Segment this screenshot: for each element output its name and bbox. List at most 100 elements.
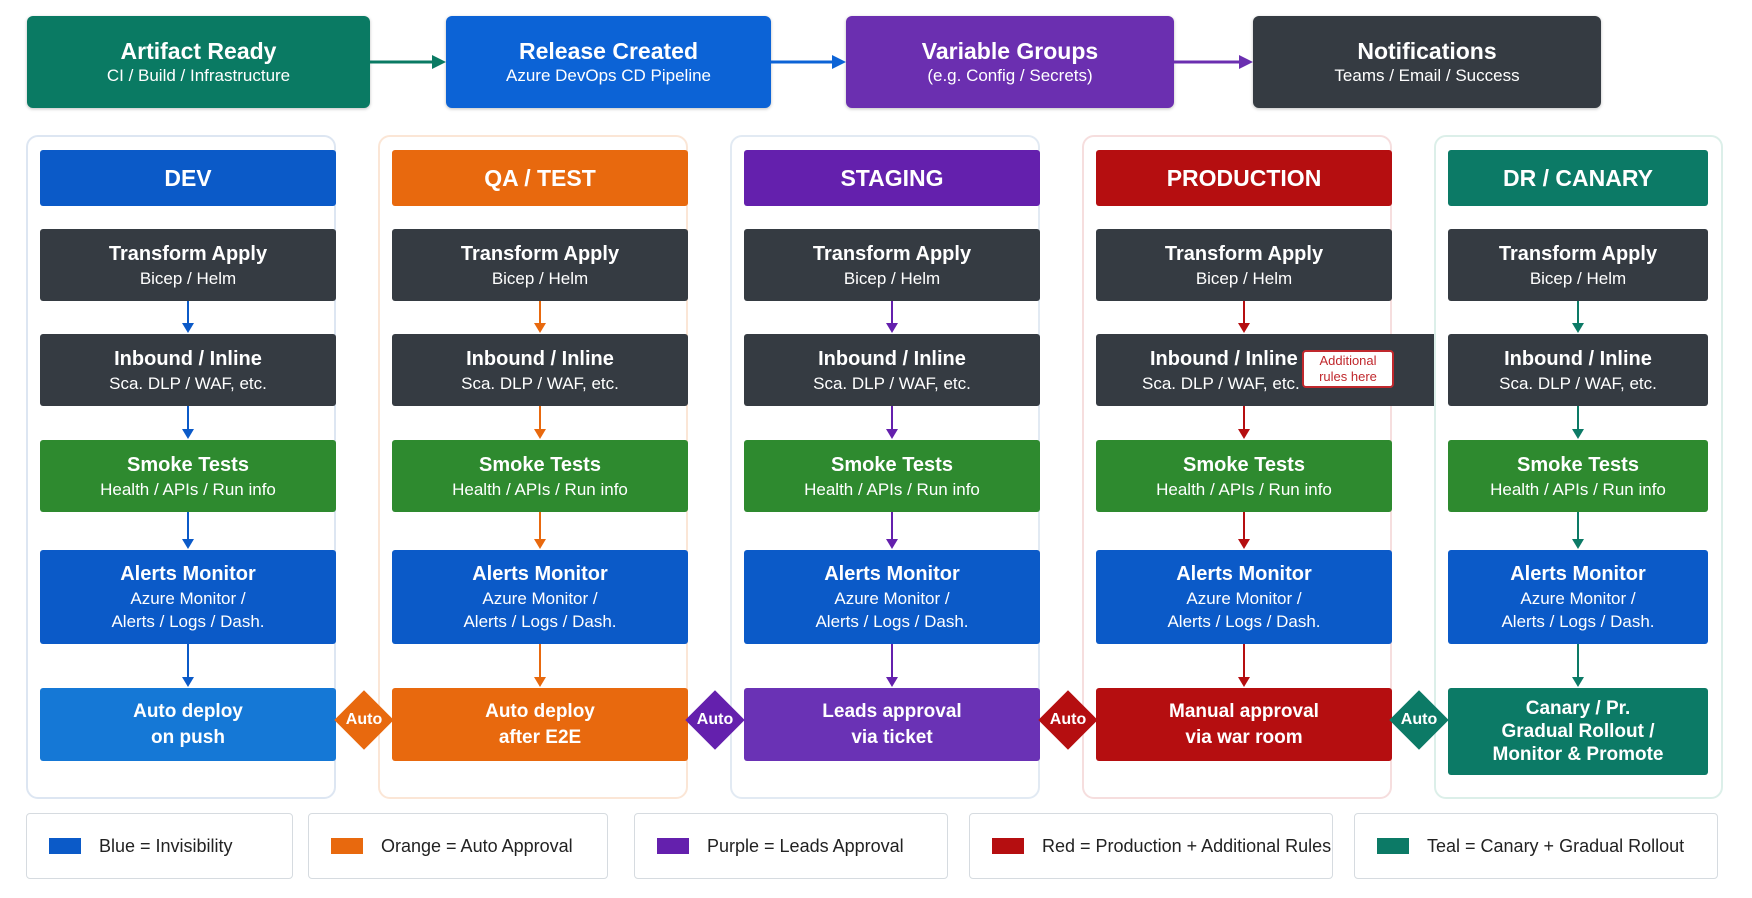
top-step-title: Variable Groups	[921, 38, 1099, 64]
additional-rules-badge: Additional rules here	[1302, 350, 1394, 388]
top-flow-arrows	[370, 55, 1253, 69]
stage-title: Smoke Tests	[1183, 453, 1305, 476]
column-qa-test: QA / TEST Transform Apply Bicep / Helm I…	[378, 135, 688, 799]
legend-label: Blue = Invisibility	[99, 835, 233, 856]
stage-subtitle: Azure Monitor /	[1520, 589, 1636, 608]
top-step-subtitle: Azure DevOps CD Pipeline	[505, 66, 712, 85]
flow-arrow	[886, 406, 898, 439]
stage-subtitle: Bicep / Helm	[491, 268, 589, 288]
stage-title: Smoke Tests	[1517, 453, 1639, 476]
stage-alerts-monitor: Alerts Monitor Azure Monitor / Alerts / …	[1448, 550, 1708, 644]
stage-smoke-tests: Smoke Tests Health / APIs / Run info	[1448, 440, 1708, 512]
stage-subtitle: Azure Monitor /	[1186, 589, 1302, 608]
stage-title: Transform Apply	[1164, 242, 1324, 265]
top-step-subtitle: Teams / Email / Success	[1334, 66, 1520, 85]
stage-subtitle-2: Alerts / Logs / Dash.	[815, 612, 969, 631]
flow-arrow	[1238, 512, 1250, 549]
top-step-subtitle: (e.g. Config / Secrets)	[927, 66, 1093, 85]
stage-title: Alerts Monitor	[824, 563, 960, 585]
top-step-title: Notifications	[1357, 38, 1497, 64]
column-header: QA / TEST	[392, 150, 688, 206]
stage-title: Alerts Monitor	[120, 563, 256, 585]
stage-smoke-tests: Smoke Tests Health / APIs / Run info	[1096, 440, 1392, 512]
gate-line-1: Manual approval	[1169, 700, 1319, 722]
column-header: DR / CANARY	[1448, 150, 1708, 206]
stage-title: Transform Apply	[812, 242, 972, 265]
stage-subtitle: Azure Monitor /	[834, 589, 950, 608]
column-header: DEV	[40, 150, 336, 206]
stage-title: Smoke Tests	[831, 453, 953, 476]
legend-swatch	[331, 838, 363, 854]
stage-subtitle: Azure Monitor /	[482, 589, 598, 608]
legend-item-teal: Teal = Canary + Gradual Rollout	[1354, 813, 1718, 879]
stage-title: Alerts Monitor	[1510, 563, 1646, 585]
top-step-release-created: Release Created Azure DevOps CD Pipeline	[446, 16, 771, 108]
stage-subtitle: Bicep / Helm	[843, 268, 941, 288]
stage-subtitle: Bicep / Helm	[1195, 268, 1293, 288]
gate-line-1: Auto deploy	[485, 700, 595, 722]
top-step-notifications: Notifications Teams / Email / Success	[1253, 16, 1601, 108]
stage-subtitle: Bicep / Helm	[1529, 268, 1627, 288]
flow-arrow	[1572, 644, 1584, 687]
connector-label: Auto	[1049, 711, 1087, 728]
stage-deploy-gate: Canary / Pr. Gradual Rollout / Monitor &…	[1448, 688, 1708, 775]
stage-inbound-inline: Inbound / Inline Sca. DLP / WAF, etc.	[392, 334, 688, 406]
stage-subtitle-2: Alerts / Logs / Dash.	[463, 612, 617, 631]
badge-line-1: Additional	[1319, 353, 1377, 368]
column-dev: DEV Transform Apply Bicep / Helm Inbound…	[26, 135, 336, 799]
flow-arrow	[534, 512, 546, 549]
stage-subtitle: Health / APIs / Run info	[1490, 479, 1666, 499]
stage-subtitle: Sca. DLP / WAF, etc.	[813, 373, 971, 393]
auto-connector-qa-staging: Auto	[685, 690, 745, 750]
arrow-artifact-to-release	[370, 55, 446, 69]
flow-arrow	[1238, 301, 1250, 333]
column-header: PRODUCTION	[1096, 150, 1392, 206]
stage-smoke-tests: Smoke Tests Health / APIs / Run info	[392, 440, 688, 512]
column-staging: STAGING Transform Apply Bicep / Helm Inb…	[730, 135, 1040, 799]
flow-arrow	[1238, 406, 1250, 439]
stage-title: Transform Apply	[1498, 242, 1658, 265]
stage-subtitle: Sca. DLP / WAF, etc.	[1499, 373, 1657, 393]
stage-subtitle: Sca. DLP / WAF, etc.	[1142, 373, 1300, 393]
gate-line-1: Canary / Pr.	[1525, 698, 1631, 719]
legend-swatch	[49, 838, 81, 854]
stage-alerts-monitor: Alerts Monitor Azure Monitor / Alerts / …	[40, 550, 336, 644]
flow-arrow	[182, 301, 194, 333]
connector-label: Auto	[345, 711, 383, 728]
flow-arrow	[886, 301, 898, 333]
flow-arrow	[1238, 644, 1250, 687]
gate-line-1: Auto deploy	[133, 700, 243, 722]
arrow-variables-to-notifications	[1174, 55, 1253, 69]
stage-title: Smoke Tests	[479, 453, 601, 476]
stage-subtitle: Sca. DLP / WAF, etc.	[109, 373, 267, 393]
stage-title: Inbound / Inline	[1150, 347, 1298, 370]
stage-title: Alerts Monitor	[1176, 563, 1312, 585]
gate-line-2: after E2E	[498, 726, 582, 748]
stage-title: Transform Apply	[108, 242, 268, 265]
flow-arrow	[182, 512, 194, 549]
stage-transform-apply: Transform Apply Bicep / Helm	[1096, 229, 1392, 301]
stage-subtitle: Sca. DLP / WAF, etc.	[461, 373, 619, 393]
stage-subtitle-2: Alerts / Logs / Dash.	[1501, 612, 1655, 631]
gate-line-2: Gradual Rollout /	[1501, 721, 1655, 742]
legend-item-orange: Orange = Auto Approval	[308, 813, 608, 879]
arrow-release-to-variables	[771, 55, 846, 69]
stage-inbound-inline: Inbound / Inline Sca. DLP / WAF, etc.	[40, 334, 336, 406]
stage-transform-apply: Transform Apply Bicep / Helm	[40, 229, 336, 301]
legend-item-blue: Blue = Invisibility	[26, 813, 293, 879]
stage-title: Inbound / Inline	[1504, 347, 1652, 370]
gate-line-2: via war room	[1185, 726, 1303, 748]
stage-transform-apply: Transform Apply Bicep / Helm	[1448, 229, 1708, 301]
stage-subtitle: Health / APIs / Run info	[1156, 479, 1332, 499]
column-dr-canary: DR / CANARY Transform Apply Bicep / Helm…	[1434, 135, 1723, 799]
flow-arrow	[886, 512, 898, 549]
stage-alerts-monitor: Alerts Monitor Azure Monitor / Alerts / …	[1096, 550, 1392, 644]
flow-arrow	[1572, 406, 1584, 439]
legend-item-red: Red = Production + Additional Rules	[969, 813, 1333, 879]
flow-arrow	[1572, 301, 1584, 333]
gate-line-2: on push	[151, 726, 225, 748]
stage-subtitle: Bicep / Helm	[139, 268, 237, 288]
gate-line-1: Leads approval	[822, 700, 962, 722]
stage-subtitle-2: Alerts / Logs / Dash.	[111, 612, 265, 631]
legend-label: Red = Production + Additional Rules	[1042, 835, 1332, 856]
